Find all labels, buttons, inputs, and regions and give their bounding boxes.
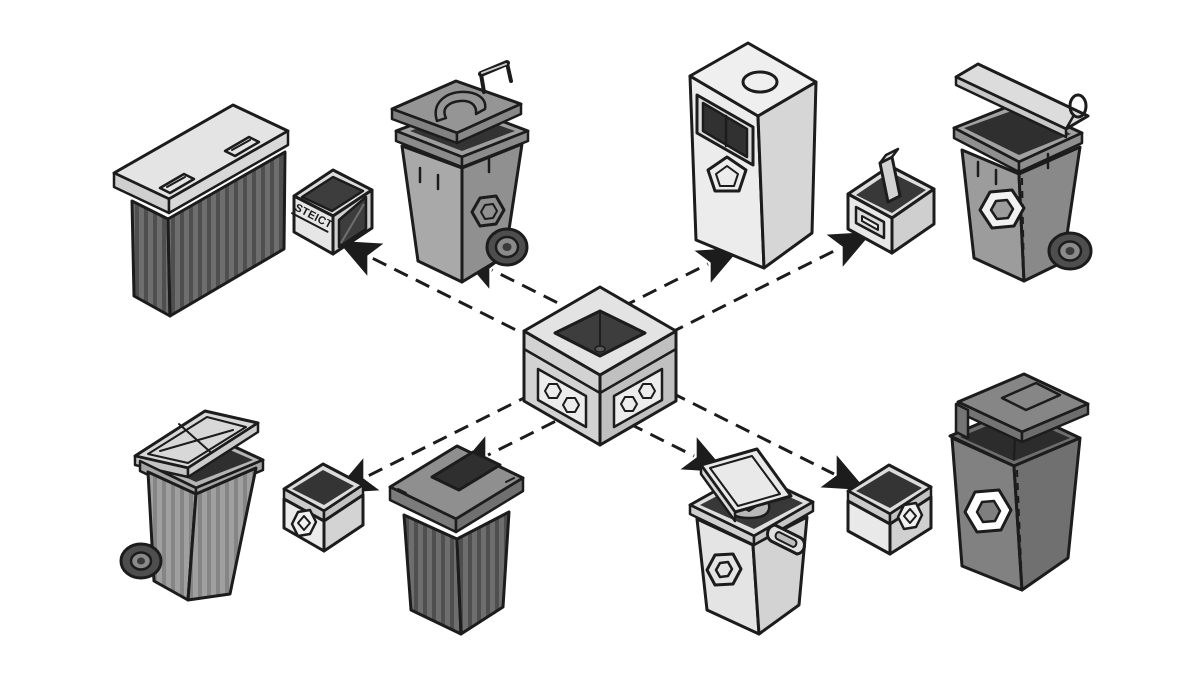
node-wheelie-bin-lid-open xyxy=(952,62,1093,283)
hex-stamp-panel-left xyxy=(536,367,588,429)
recycle-hexagon-icon xyxy=(978,188,1026,230)
slotted-lid xyxy=(388,444,525,534)
recycle-hexagon-icon xyxy=(705,552,743,587)
node-wheelie-bin-lid-ajar xyxy=(390,60,530,284)
wheel-icon xyxy=(1047,231,1093,271)
node-small-box-hex-left xyxy=(282,462,365,553)
push-handle-icon xyxy=(478,60,513,94)
arrow-center-to-bin-lid-propped xyxy=(585,400,727,473)
top-circle-icon xyxy=(741,70,779,94)
lid-hinge-icon xyxy=(1068,93,1088,119)
node-slide-lid-container xyxy=(948,372,1090,592)
wheel-icon xyxy=(485,227,529,267)
dumpster-handle-icon xyxy=(223,135,261,158)
hovering-flat-lid xyxy=(954,372,1090,444)
bin-lid-open xyxy=(954,62,1090,139)
hex-stamp-panel-right xyxy=(612,367,664,429)
wheel-icon xyxy=(119,542,163,580)
flow-arrows xyxy=(333,231,873,494)
node-ribbed-wheelie-bin xyxy=(119,409,265,602)
arrow-center-to-wheelie-bin-lid-ajar xyxy=(459,253,601,326)
arrow-center-to-box-with-item xyxy=(647,231,873,346)
hexagon-badge-icon xyxy=(896,501,924,531)
dark-window xyxy=(695,93,755,167)
dumpster-handle-icon xyxy=(158,172,196,195)
node-box-with-item xyxy=(846,147,936,255)
recycle-hexagon-icon xyxy=(470,194,506,228)
open-top-hole xyxy=(553,309,647,358)
recycle-hexagon-icon xyxy=(963,488,1013,534)
node-ribbed-dumpster xyxy=(112,103,290,318)
hexagon-badge-icon xyxy=(290,508,318,538)
front-slot-icon xyxy=(854,205,886,240)
lid-handle-icon xyxy=(434,90,487,123)
arrow-center-to-dark-ribbed-can xyxy=(455,398,599,472)
arrow-center-to-small-box-hex-right xyxy=(649,380,867,491)
node-tall-slim-can xyxy=(688,41,818,270)
bin-lid-propped-open xyxy=(699,447,793,523)
recycle-pentagon-icon xyxy=(706,155,748,193)
center-collection-box xyxy=(522,285,678,447)
node-small-box-hex-right xyxy=(846,463,933,556)
bin-lid xyxy=(390,79,523,145)
node-dark-ribbed-can xyxy=(388,444,525,636)
arrow-center-to-tall-slim-can xyxy=(599,247,741,320)
node-bin-lid-propped xyxy=(688,447,815,636)
side-handle-icon xyxy=(766,523,806,556)
node-steict-box: STEICT xyxy=(291,168,374,256)
discarded-item xyxy=(878,147,902,204)
bin-lid-open xyxy=(133,409,260,479)
